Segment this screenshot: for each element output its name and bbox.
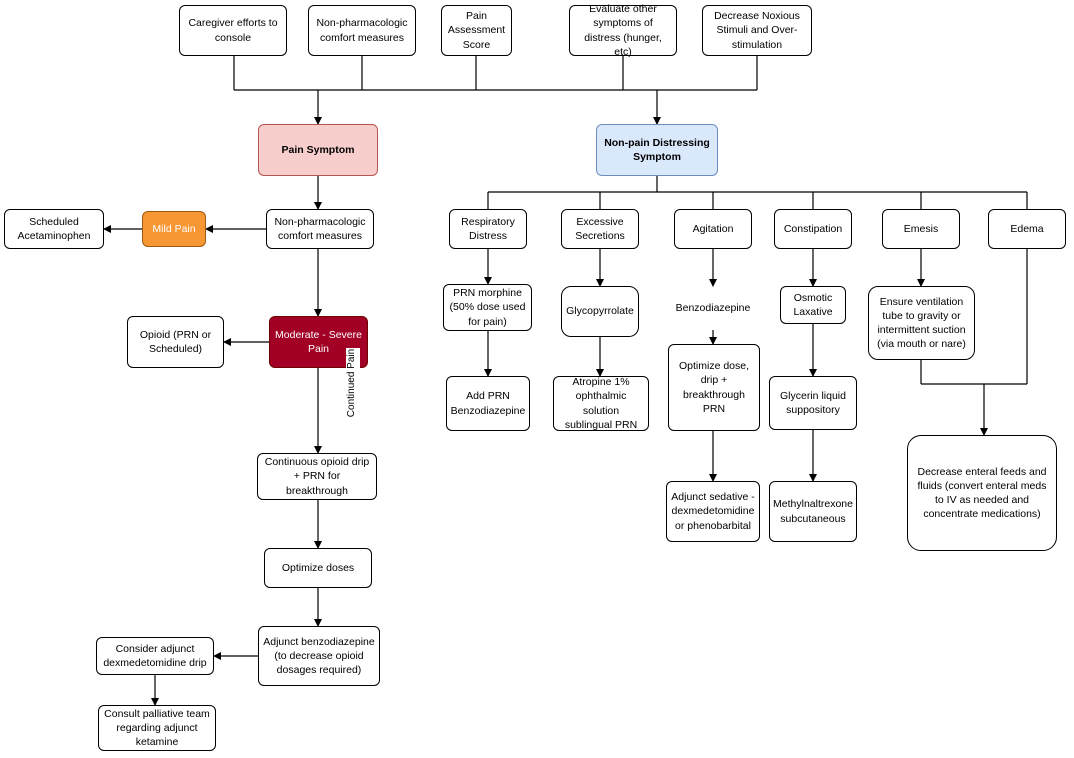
- glycerin-suppository-label: Glycerin liquid suppository: [780, 389, 846, 416]
- nonpharm-comfort-top-label: Non-pharmacologic comfort measures: [316, 17, 408, 44]
- adjunct-benzodiazepine-box: Adjunct benzodiazepine (to decrease opio…: [258, 626, 380, 686]
- respiratory-distress-box: Respiratory Distress: [449, 209, 527, 249]
- prn-morphine-label: PRN morphine (50% dose used for pain): [449, 287, 526, 328]
- scheduled-acetaminophen-box: Scheduled Acetaminophen: [4, 209, 104, 249]
- add-prn-benzodiazepine-label: Add PRN Benzodiazepine: [450, 390, 526, 417]
- continuous-opioid-drip-box: Continuous opioid drip + PRN for breakth…: [257, 453, 377, 500]
- nonpharm-comfort-label: Non-pharmacologic comfort measures: [274, 215, 366, 242]
- excessive-secretions-label: Excessive Secretions: [575, 215, 625, 242]
- edema-label: Edema: [1010, 222, 1044, 235]
- consult-palliative-box: Consult palliative team regarding adjunc…: [98, 705, 216, 751]
- glycopyrrolate-box: Glycopyrrolate: [561, 286, 639, 337]
- glycopyrrolate-label: Glycopyrrolate: [566, 305, 634, 318]
- evaluate-other-symptoms-label: Evaluate other symptoms of distress (hun…: [584, 3, 662, 58]
- optimize-doses-label: Optimize doses: [281, 561, 355, 574]
- osmotic-laxative-box: Osmotic Laxative: [780, 286, 846, 324]
- optimize-dose-drip-box: Optimize dose, drip + breakthrough PRN: [668, 344, 760, 431]
- edema-box: Edema: [988, 209, 1066, 249]
- pain-symptom-box: Pain Symptom: [258, 124, 378, 176]
- methylnaltrexone-box: Methylnaltrexone subcutaneous: [769, 481, 857, 542]
- pain-symptom-label: Pain Symptom: [281, 143, 355, 156]
- optimize-doses-box: Optimize doses: [264, 548, 372, 588]
- respiratory-distress-label: Respiratory Distress: [461, 215, 515, 242]
- moderate-severe-pain-label: Moderate - Severe Pain: [275, 328, 362, 355]
- atropine-box: Atropine 1% ophthalmic solution sublingu…: [553, 376, 649, 431]
- nonpharm-comfort-top-box: Non-pharmacologic comfort measures: [308, 5, 416, 56]
- osmotic-laxative-label: Osmotic Laxative: [793, 291, 833, 318]
- continuous-opioid-drip-label: Continuous opioid drip + PRN for breakth…: [264, 456, 370, 497]
- scheduled-acetaminophen-label: Scheduled Acetaminophen: [17, 215, 91, 242]
- emesis-box: Emesis: [882, 209, 960, 249]
- atropine-label: Atropine 1% ophthalmic solution sublingu…: [564, 376, 638, 431]
- caregiver-console-label: Caregiver efforts to console: [188, 17, 278, 44]
- decrease-enteral-feeds-box: Decrease enteral feeds and fluids (conve…: [907, 435, 1057, 551]
- optimize-dose-drip-label: Optimize dose, drip + breakthrough PRN: [678, 360, 750, 415]
- agitation-box: Agitation: [674, 209, 752, 249]
- constipation-label: Constipation: [783, 222, 843, 235]
- benzodiazepine-label: Benzodiazepine: [675, 301, 751, 314]
- nonpain-symptom-label: Non-pain Distressing Symptom: [604, 136, 710, 163]
- adjunct-sedative-box: Adjunct sedative - dexmedetomidine or ph…: [666, 481, 760, 542]
- add-prn-benzodiazepine-box: Add PRN Benzodiazepine: [446, 376, 530, 431]
- methylnaltrexone-label: Methylnaltrexone subcutaneous: [773, 498, 853, 525]
- mild-pain-box: Mild Pain: [142, 211, 206, 247]
- constipation-box: Constipation: [774, 209, 852, 249]
- nonpharm-comfort-box: Non-pharmacologic comfort measures: [266, 209, 374, 249]
- consult-palliative-label: Consult palliative team regarding adjunc…: [104, 707, 210, 749]
- prn-morphine-box: PRN morphine (50% dose used for pain): [443, 284, 532, 331]
- continued-pain-edge-label: Continued Pain: [346, 348, 360, 418]
- ensure-ventilation-label: Ensure ventilation tube to gravity or in…: [877, 295, 966, 351]
- benzodiazepine-label-box: Benzodiazepine: [670, 286, 756, 330]
- excessive-secretions-box: Excessive Secretions: [561, 209, 639, 249]
- decrease-enteral-feeds-label: Decrease enteral feeds and fluids (conve…: [917, 465, 1047, 521]
- adjunct-sedative-label: Adjunct sedative - dexmedetomidine or ph…: [671, 491, 755, 532]
- caregiver-console-box: Caregiver efforts to console: [179, 5, 287, 56]
- decrease-noxious-stimuli-label: Decrease Noxious Stimuli and Over-stimul…: [714, 10, 800, 51]
- adjunct-benzodiazepine-label: Adjunct benzodiazepine (to decrease opio…: [263, 635, 375, 677]
- consider-dexmedetomidine-box: Consider adjunct dexmedetomidine drip: [96, 637, 214, 675]
- ensure-ventilation-box: Ensure ventilation tube to gravity or in…: [868, 286, 975, 360]
- mild-pain-label: Mild Pain: [152, 222, 196, 235]
- pain-assessment-score-box: Pain Assessment Score: [441, 5, 512, 56]
- opioid-prn-label: Opioid (PRN or Scheduled): [139, 328, 212, 355]
- pain-assessment-score-label: Pain Assessment Score: [447, 10, 506, 51]
- nonpain-symptom-box: Non-pain Distressing Symptom: [596, 124, 718, 176]
- opioid-prn-box: Opioid (PRN or Scheduled): [127, 316, 224, 368]
- consider-dexmedetomidine-label: Consider adjunct dexmedetomidine drip: [103, 642, 207, 669]
- glycerin-suppository-box: Glycerin liquid suppository: [769, 376, 857, 430]
- emesis-label: Emesis: [903, 222, 939, 235]
- agitation-label: Agitation: [692, 222, 734, 235]
- evaluate-other-symptoms-box: Evaluate other symptoms of distress (hun…: [569, 3, 677, 58]
- decrease-noxious-stimuli-box: Decrease Noxious Stimuli and Over-stimul…: [702, 5, 812, 56]
